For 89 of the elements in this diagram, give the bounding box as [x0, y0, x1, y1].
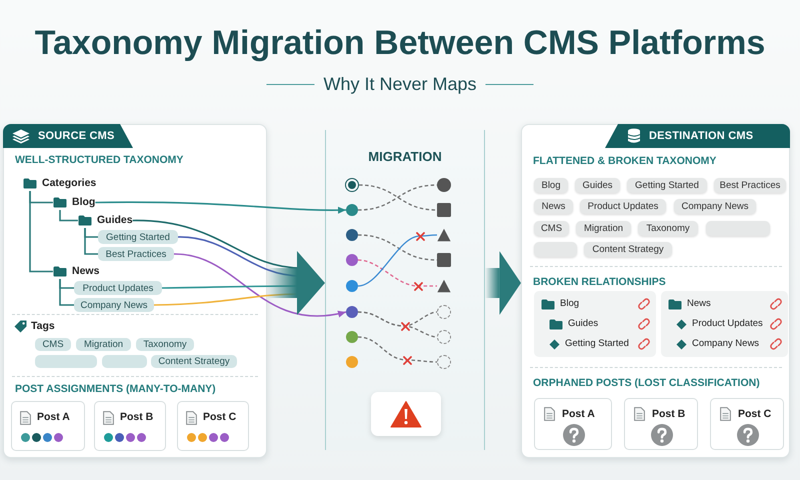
- panel-card: [3, 124, 267, 458]
- empty-target-circle: [437, 355, 451, 369]
- category-dot: [346, 229, 358, 241]
- blank-chip: [102, 355, 147, 368]
- taxonomy-chip: Content Strategy: [584, 242, 672, 257]
- category-label: Guides: [568, 318, 598, 330]
- panel-card: [521, 124, 790, 458]
- tag-chip: Content Strategy: [151, 355, 237, 368]
- block-arrow: [267, 251, 325, 315]
- post-title: Post A: [37, 411, 70, 424]
- category-chip: Best Practices: [98, 247, 174, 261]
- section-heading: ORPHANED POSTS (LOST CLASSIFICATION): [533, 377, 760, 390]
- category-label: Product Updates: [692, 318, 763, 330]
- category-dot: [345, 178, 359, 192]
- category-dot: [346, 306, 358, 318]
- taxonomy-chip: CMS: [534, 221, 569, 236]
- category-dot: [346, 204, 358, 216]
- post-title: Post C: [203, 411, 236, 424]
- category-label: Blog: [72, 196, 96, 209]
- target-triangle: [437, 279, 451, 293]
- category-dot: [346, 356, 358, 368]
- panel-title: DESTINATION CMS: [649, 130, 754, 142]
- tree-connector: [59, 210, 78, 222]
- post-card: [177, 401, 249, 451]
- category-dot: [346, 280, 358, 292]
- target-circle: [437, 178, 451, 192]
- relationship-card: [534, 291, 656, 357]
- empty-target-circle: [437, 305, 451, 319]
- category-dot: [346, 254, 358, 266]
- category-chip: Product Updates: [74, 281, 162, 295]
- panel-title: SOURCE CMS: [38, 130, 115, 142]
- section-heading: POST ASSIGNMENTS (MANY-TO-MANY): [15, 383, 216, 396]
- tag-chip: CMS: [35, 338, 71, 351]
- mapping-line: [358, 234, 437, 287]
- tree-connector: [29, 191, 53, 272]
- subtitle: Why It Never Maps: [323, 73, 477, 95]
- blank-chip: [534, 242, 577, 257]
- taxonomy-chip: Migration: [576, 221, 631, 236]
- taxonomy-chip: Guides: [575, 178, 620, 193]
- taxonomy-chip: Blog: [534, 178, 568, 193]
- taxonomy-chip: News: [534, 199, 573, 214]
- category-chip: Getting Started: [98, 230, 178, 244]
- mapping-line: [358, 336, 438, 363]
- blank-chip: [706, 221, 770, 236]
- empty-target-circle: [437, 330, 451, 344]
- category-label: Blog: [560, 298, 580, 310]
- post-card: [94, 401, 166, 451]
- section-heading: WELL-STRUCTURED TAXONOMY: [15, 154, 184, 167]
- post-title: Post C: [738, 408, 772, 421]
- tag-chip: Migration: [76, 338, 131, 351]
- migration-curve: [95, 201, 346, 214]
- category-dot: [346, 331, 358, 343]
- mapping-line: [358, 259, 437, 287]
- category-label: Company News: [692, 338, 760, 350]
- relationship-card: [661, 291, 788, 357]
- migration-curve: [174, 253, 346, 317]
- taxonomy-chip: Product Updates: [580, 199, 666, 214]
- section-heading: BROKEN RELATIONSHIPS: [533, 276, 666, 289]
- panel-title: MIGRATION: [368, 149, 442, 164]
- page-title: Taxonomy Migration Between CMS Platforms: [34, 23, 766, 63]
- category-label: Guides: [97, 214, 133, 227]
- category-chip: Company News: [74, 298, 154, 312]
- section-heading: FLATTENED & BROKEN TAXONOMY: [533, 155, 716, 168]
- mapping-line: [358, 234, 438, 261]
- target-square: [437, 203, 451, 217]
- taxonomy-chip: Best Practices: [714, 178, 786, 193]
- category-label: News: [687, 298, 711, 310]
- post-card: [11, 401, 85, 451]
- orphan-post-card: [624, 398, 698, 450]
- category-label: Categories: [42, 177, 96, 190]
- mapping-line: [358, 311, 438, 338]
- post-title: Post B: [652, 408, 686, 421]
- blank-chip: [35, 355, 97, 368]
- tree-connector: [59, 279, 74, 306]
- category-label: Getting Started: [565, 338, 629, 350]
- post-title: Post A: [562, 408, 595, 421]
- target-triangle: [437, 228, 451, 242]
- taxonomy-chip: Company News: [674, 199, 756, 214]
- tree-connector: [84, 228, 98, 255]
- tag-chip: Taxonomy: [136, 338, 194, 351]
- orphan-post-card: [534, 398, 612, 450]
- category-label: News: [72, 265, 100, 278]
- block-arrow: [485, 251, 521, 315]
- target-square: [437, 253, 451, 267]
- taxonomy-chip: Taxonomy: [638, 221, 698, 236]
- post-title: Post B: [120, 411, 154, 424]
- taxonomy-chip: Getting Started: [627, 178, 707, 193]
- section-label: Tags: [31, 320, 55, 333]
- orphan-post-card: [710, 398, 784, 450]
